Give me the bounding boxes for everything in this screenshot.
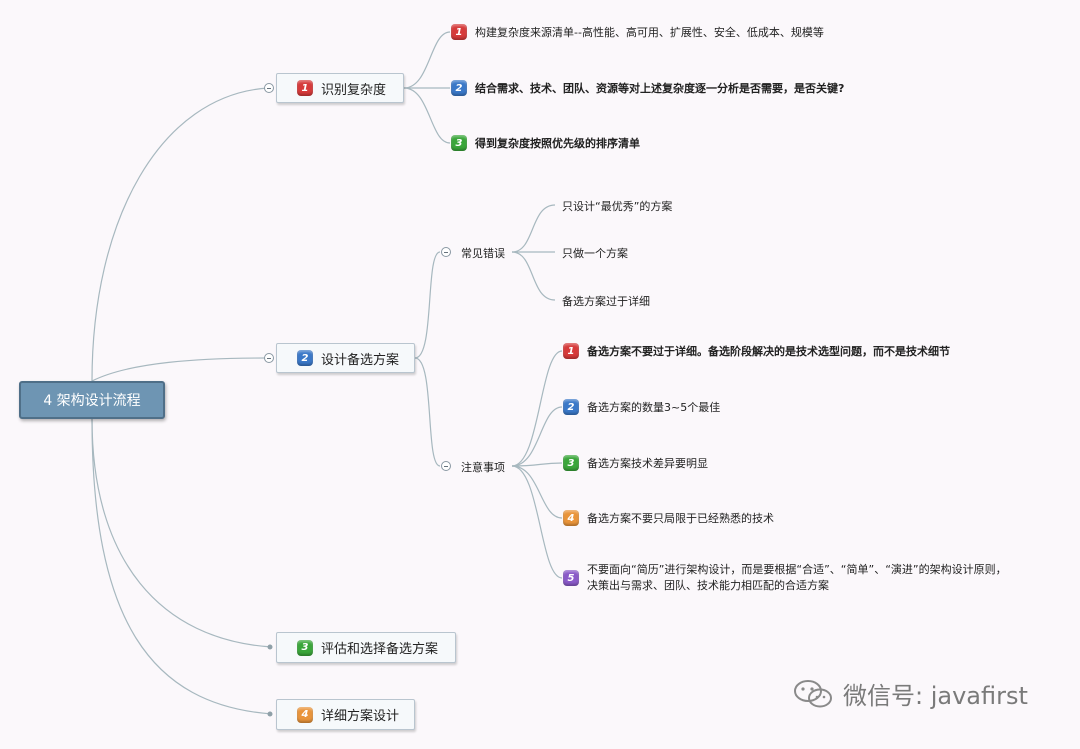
leaf-text: 备选方案不要过于详细。备选阶段解决的是技术选型问题，而不是技术细节 <box>587 345 950 358</box>
priority-3-icon: 3 <box>563 455 579 471</box>
leaf-text: 构建复杂度来源清单--高性能、高可用、扩展性、安全、低成本、规模等 <box>475 26 824 39</box>
branch-label: 设计备选方案 <box>321 352 400 368</box>
collapse-toggle-b2[interactable] <box>264 353 274 363</box>
priority-2-icon: 2 <box>563 399 579 415</box>
collapse-toggle-notes[interactable] <box>441 461 451 471</box>
leaf-text-line1: 不要面向“简历”进行架构设计，而是要根据“合适”、“简单”、“演进”的架构设计原… <box>587 563 1007 576</box>
leaf-text: 不要面向“简历”进行架构设计，而是要根据“合适”、“简单”、“演进”的架构设计原… <box>587 562 1007 594</box>
priority-4-icon: 4 <box>563 510 579 526</box>
list-item[interactable]: 1 构建复杂度来源清单--高性能、高可用、扩展性、安全、低成本、规模等 <box>451 24 824 40</box>
priority-2-icon: 2 <box>297 350 313 366</box>
list-item[interactable]: 只设计“最优秀”的方案 <box>562 200 673 213</box>
leaf-text: 结合需求、技术、团队、资源等对上述复杂度逐一分析是否需要，是否关键? <box>475 82 845 95</box>
leaf-text: 备选方案技术差异要明显 <box>587 457 708 470</box>
list-item[interactable]: 1 备选方案不要过于详细。备选阶段解决的是技术选型问题，而不是技术细节 <box>563 343 950 359</box>
leaf-text: 备选方案不要只局限于已经熟悉的技术 <box>587 512 774 525</box>
list-item[interactable]: 2 结合需求、技术、团队、资源等对上述复杂度逐一分析是否需要，是否关键? <box>451 80 844 96</box>
branch-node-identify-complexity[interactable]: 1 识别复杂度 <box>276 73 404 103</box>
branch-label: 详细方案设计 <box>321 709 400 724</box>
collapse-toggle-mistakes[interactable] <box>441 247 451 257</box>
priority-3-icon: 3 <box>297 639 313 656</box>
list-item[interactable]: 4 备选方案不要只局限于已经熟悉的技术 <box>563 510 774 526</box>
wechat-icon <box>794 679 832 707</box>
priority-1-icon: 1 <box>297 80 313 96</box>
branch-label: 评估和选择备选方案 <box>321 642 439 657</box>
root-label: 4 架构设计流程 <box>43 393 141 409</box>
root-node[interactable]: 4 架构设计流程 <box>19 381 165 419</box>
branch-node-design-alternatives[interactable]: 2 设计备选方案 <box>276 343 415 373</box>
priority-3-icon: 3 <box>451 135 467 151</box>
branch-node-detailed-design[interactable]: 4 详细方案设计 <box>276 699 415 730</box>
branch-label: 识别复杂度 <box>321 82 387 98</box>
watermark: 微信号: javafirst <box>793 676 1028 711</box>
group-label-mistakes[interactable]: 常见错误 <box>461 247 505 260</box>
list-item[interactable]: 2 备选方案的数量3~5个最佳 <box>563 399 720 415</box>
branch-node-evaluate-select[interactable]: 3 评估和选择备选方案 <box>276 632 456 663</box>
leaf-text: 得到复杂度按照优先级的排序清单 <box>475 137 640 150</box>
list-item[interactable]: 只做一个方案 <box>562 247 628 260</box>
priority-1-icon: 1 <box>563 343 579 359</box>
leaf-text-line2: 决策出与需求、团队、技术能力相匹配的合适方案 <box>587 579 829 592</box>
list-item[interactable]: 3 得到复杂度按照优先级的排序清单 <box>451 135 640 151</box>
list-item[interactable]: 3 备选方案技术差异要明显 <box>563 455 708 471</box>
priority-5-icon: 5 <box>563 570 579 586</box>
collapse-toggle-b1[interactable] <box>264 83 274 93</box>
priority-2-icon: 2 <box>451 80 467 96</box>
priority-4-icon: 4 <box>297 706 313 723</box>
watermark-text: 微信号: javafirst <box>843 682 1028 710</box>
priority-1-icon: 1 <box>451 24 467 40</box>
list-item[interactable]: 备选方案过于详细 <box>562 295 650 308</box>
leaf-text: 备选方案的数量3~5个最佳 <box>587 401 721 414</box>
list-item[interactable]: 5 不要面向“简历”进行架构设计，而是要根据“合适”、“简单”、“演进”的架构设… <box>563 562 1007 594</box>
group-label-notes[interactable]: 注意事项 <box>461 461 505 474</box>
